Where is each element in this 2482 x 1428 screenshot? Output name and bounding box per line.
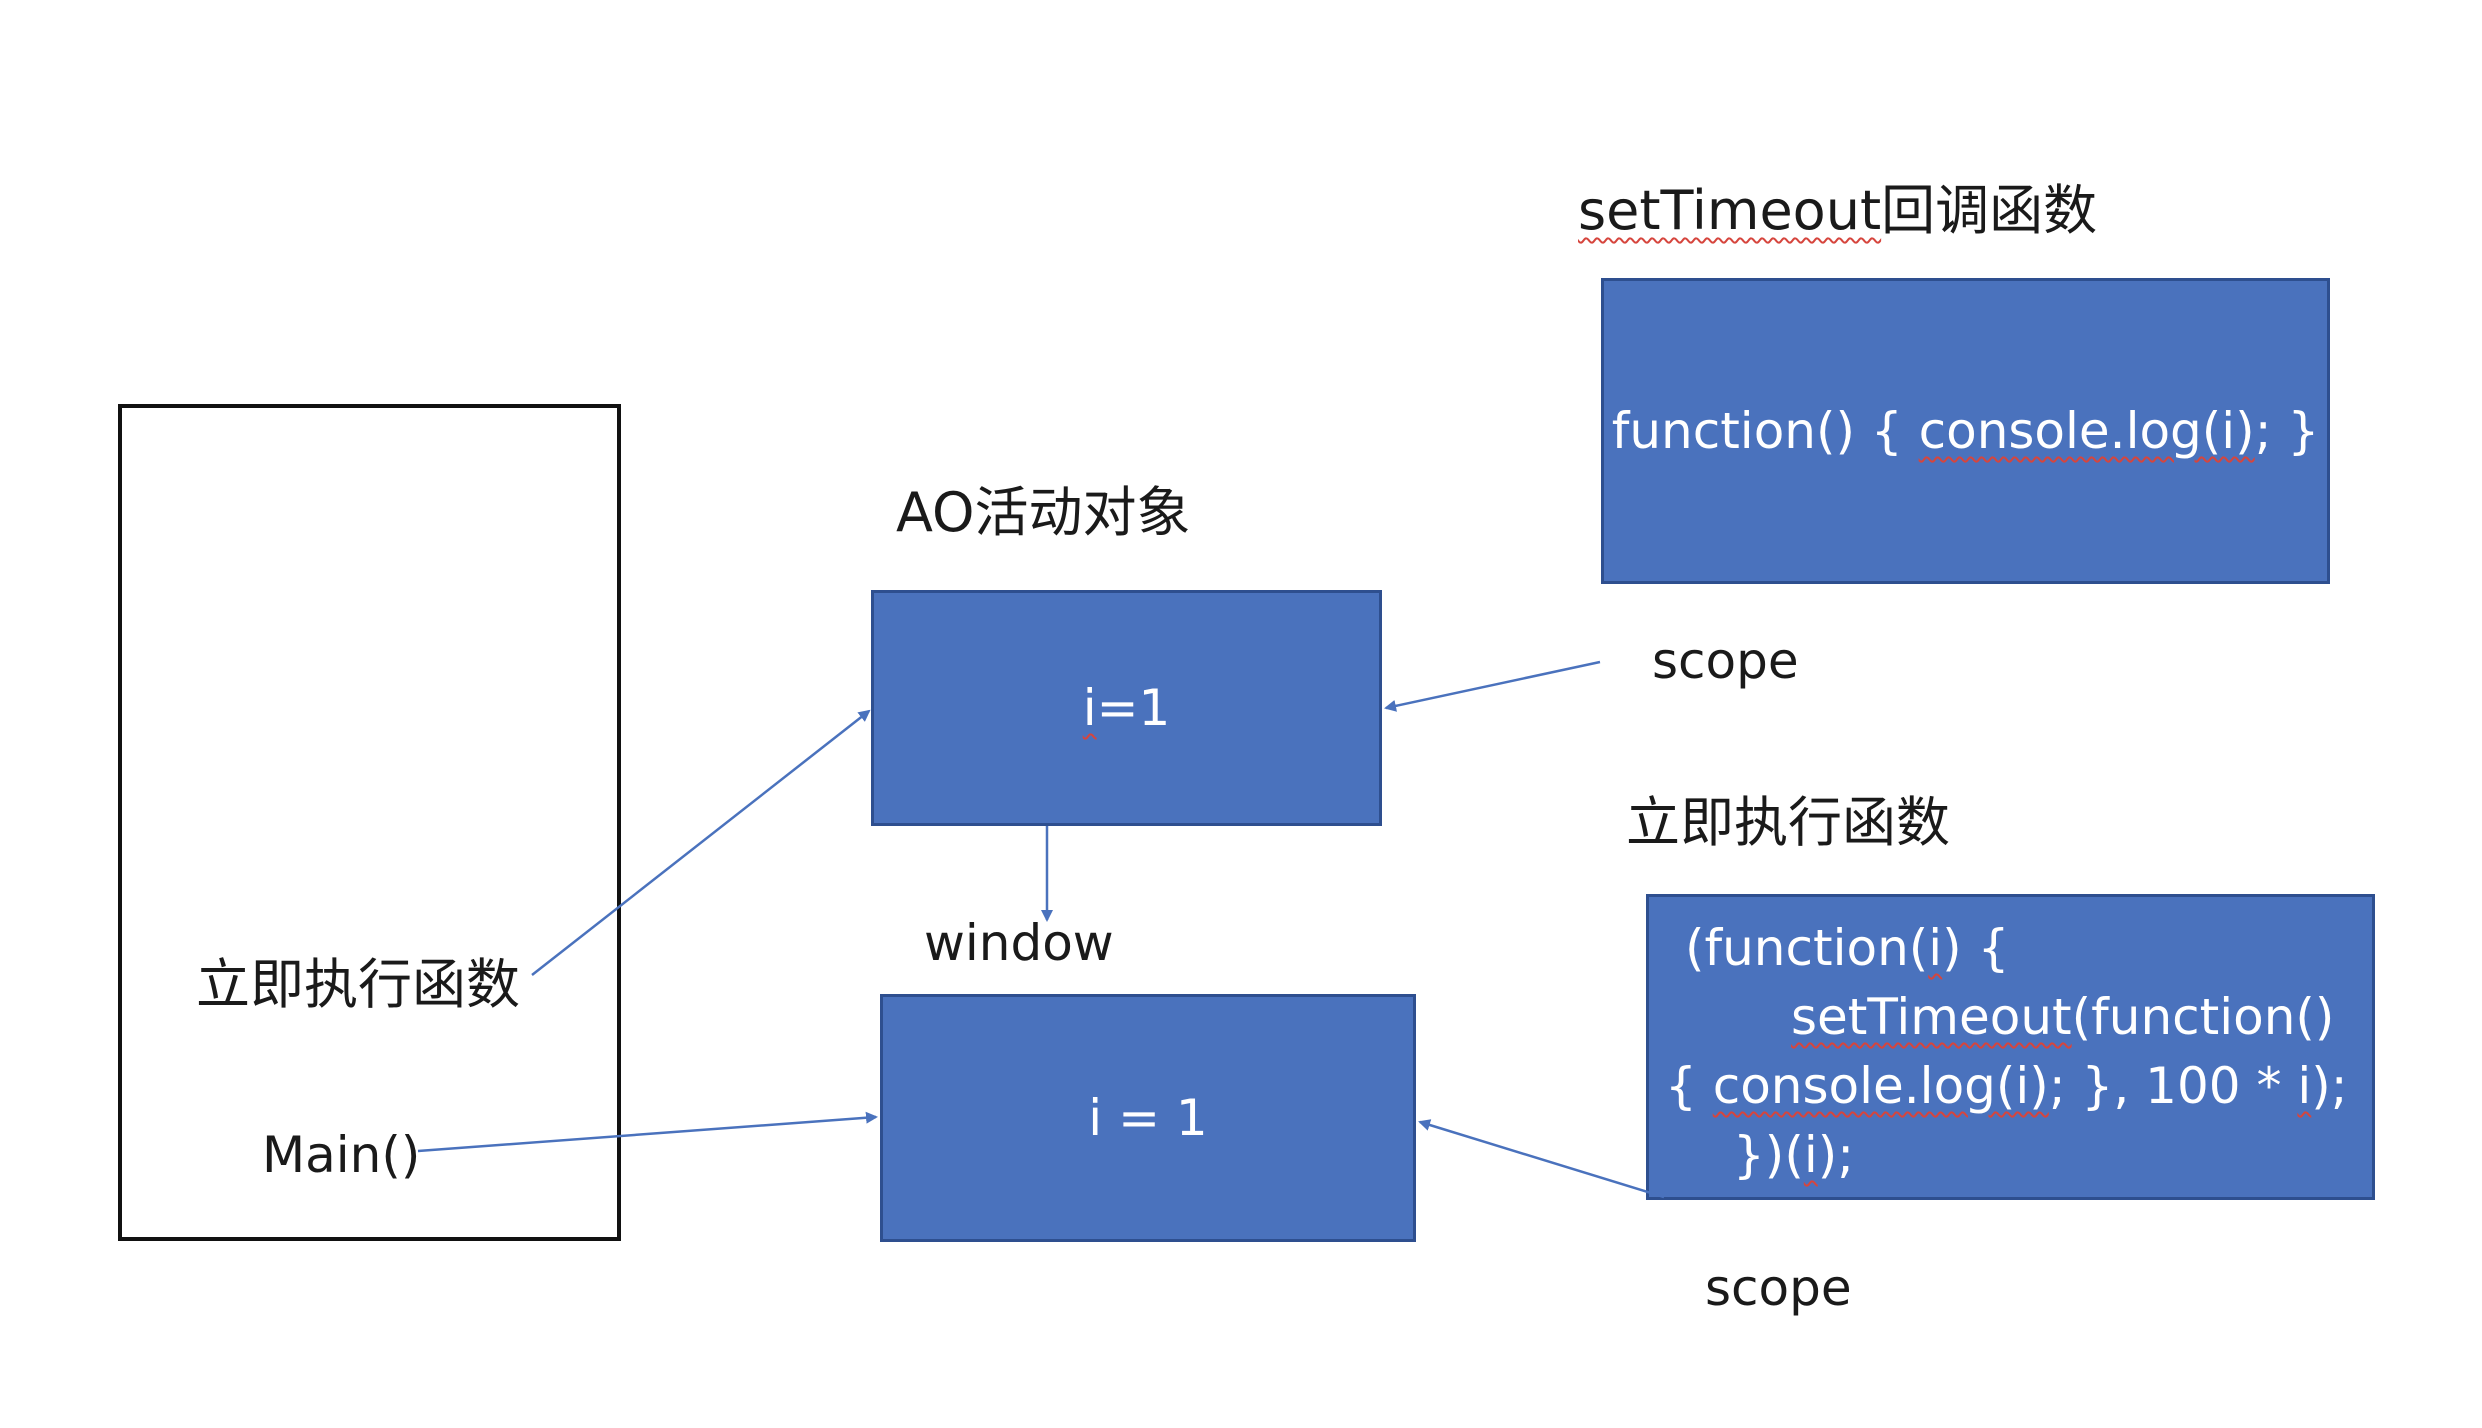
settimeout-title-fn: setTimeout [1578,179,1882,242]
iife-line-1-suffix: ) { [1942,919,2010,977]
iife-line-4-suffix: ); [1817,1126,1855,1184]
callback-code-prefix: function() { [1611,402,1919,460]
iife-line-1-prefix: (function( [1685,919,1929,977]
callback-code-call: console.log(i) [1918,402,2255,460]
iife-line-1-arg: i [1928,919,1943,977]
iife-line-2-fn: setTimeout [1791,988,2072,1046]
ao-box-var: i [1082,679,1097,737]
iife-line-3: { console.log(i); }, 100 * i); [1665,1061,2348,1111]
arrow-callback-scope-to-ao [1384,660,1601,712]
scope-bottom-label: scope [1705,1259,1852,1317]
iife-line-3-call: console.log(i) [1712,1057,2049,1115]
iife-line-3-suffix: ); [2311,1057,2348,1115]
iife-box: (function(i) { setTimeout(function() { c… [1646,894,2375,1200]
stack-main-label: Main() [262,1126,421,1184]
settimeout-title: setTimeout回调函数 [1578,184,2097,238]
stack-iife-label: 立即执行函数 [196,953,520,1016]
iife-line-2: setTimeout(function() [1791,992,2334,1042]
iife-line-4: })(i); [1733,1130,1854,1180]
settimeout-title-suffix: 回调函数 [1881,179,2098,242]
iife-line-4-prefix: })( [1733,1126,1804,1184]
iife-line-4-arg: i [1803,1126,1818,1184]
scope-top-label: scope [1652,632,1799,690]
call-stack-frame [118,404,621,1241]
ao-box-text: i=1 [1083,679,1171,737]
callback-code: function() { console.log(i); } [1612,402,2320,460]
iife-line-3-mid: ; }, 100 * [2048,1057,2298,1115]
callback-code-suffix: ; } [2254,402,2320,460]
ao-box: i=1 [871,590,1382,826]
iife-line-2-rest: (function() [2071,988,2335,1046]
callback-box: function() { console.log(i); } [1601,278,2330,584]
ao-box-rest: =1 [1096,679,1171,737]
arrow-iife-scope-to-window [1418,1119,1665,1199]
iife-line-3-prefix: { [1665,1057,1713,1115]
ao-title: AO活动对象 [896,481,1191,544]
window-box: i = 1 [880,994,1416,1242]
window-box-text: i = 1 [1088,1089,1208,1147]
window-label: window [924,914,1114,972]
iife-title: 立即执行函数 [1626,791,1950,854]
iife-line-3-var: i [2297,1057,2312,1115]
iife-line-1: (function(i) { [1685,923,2009,973]
